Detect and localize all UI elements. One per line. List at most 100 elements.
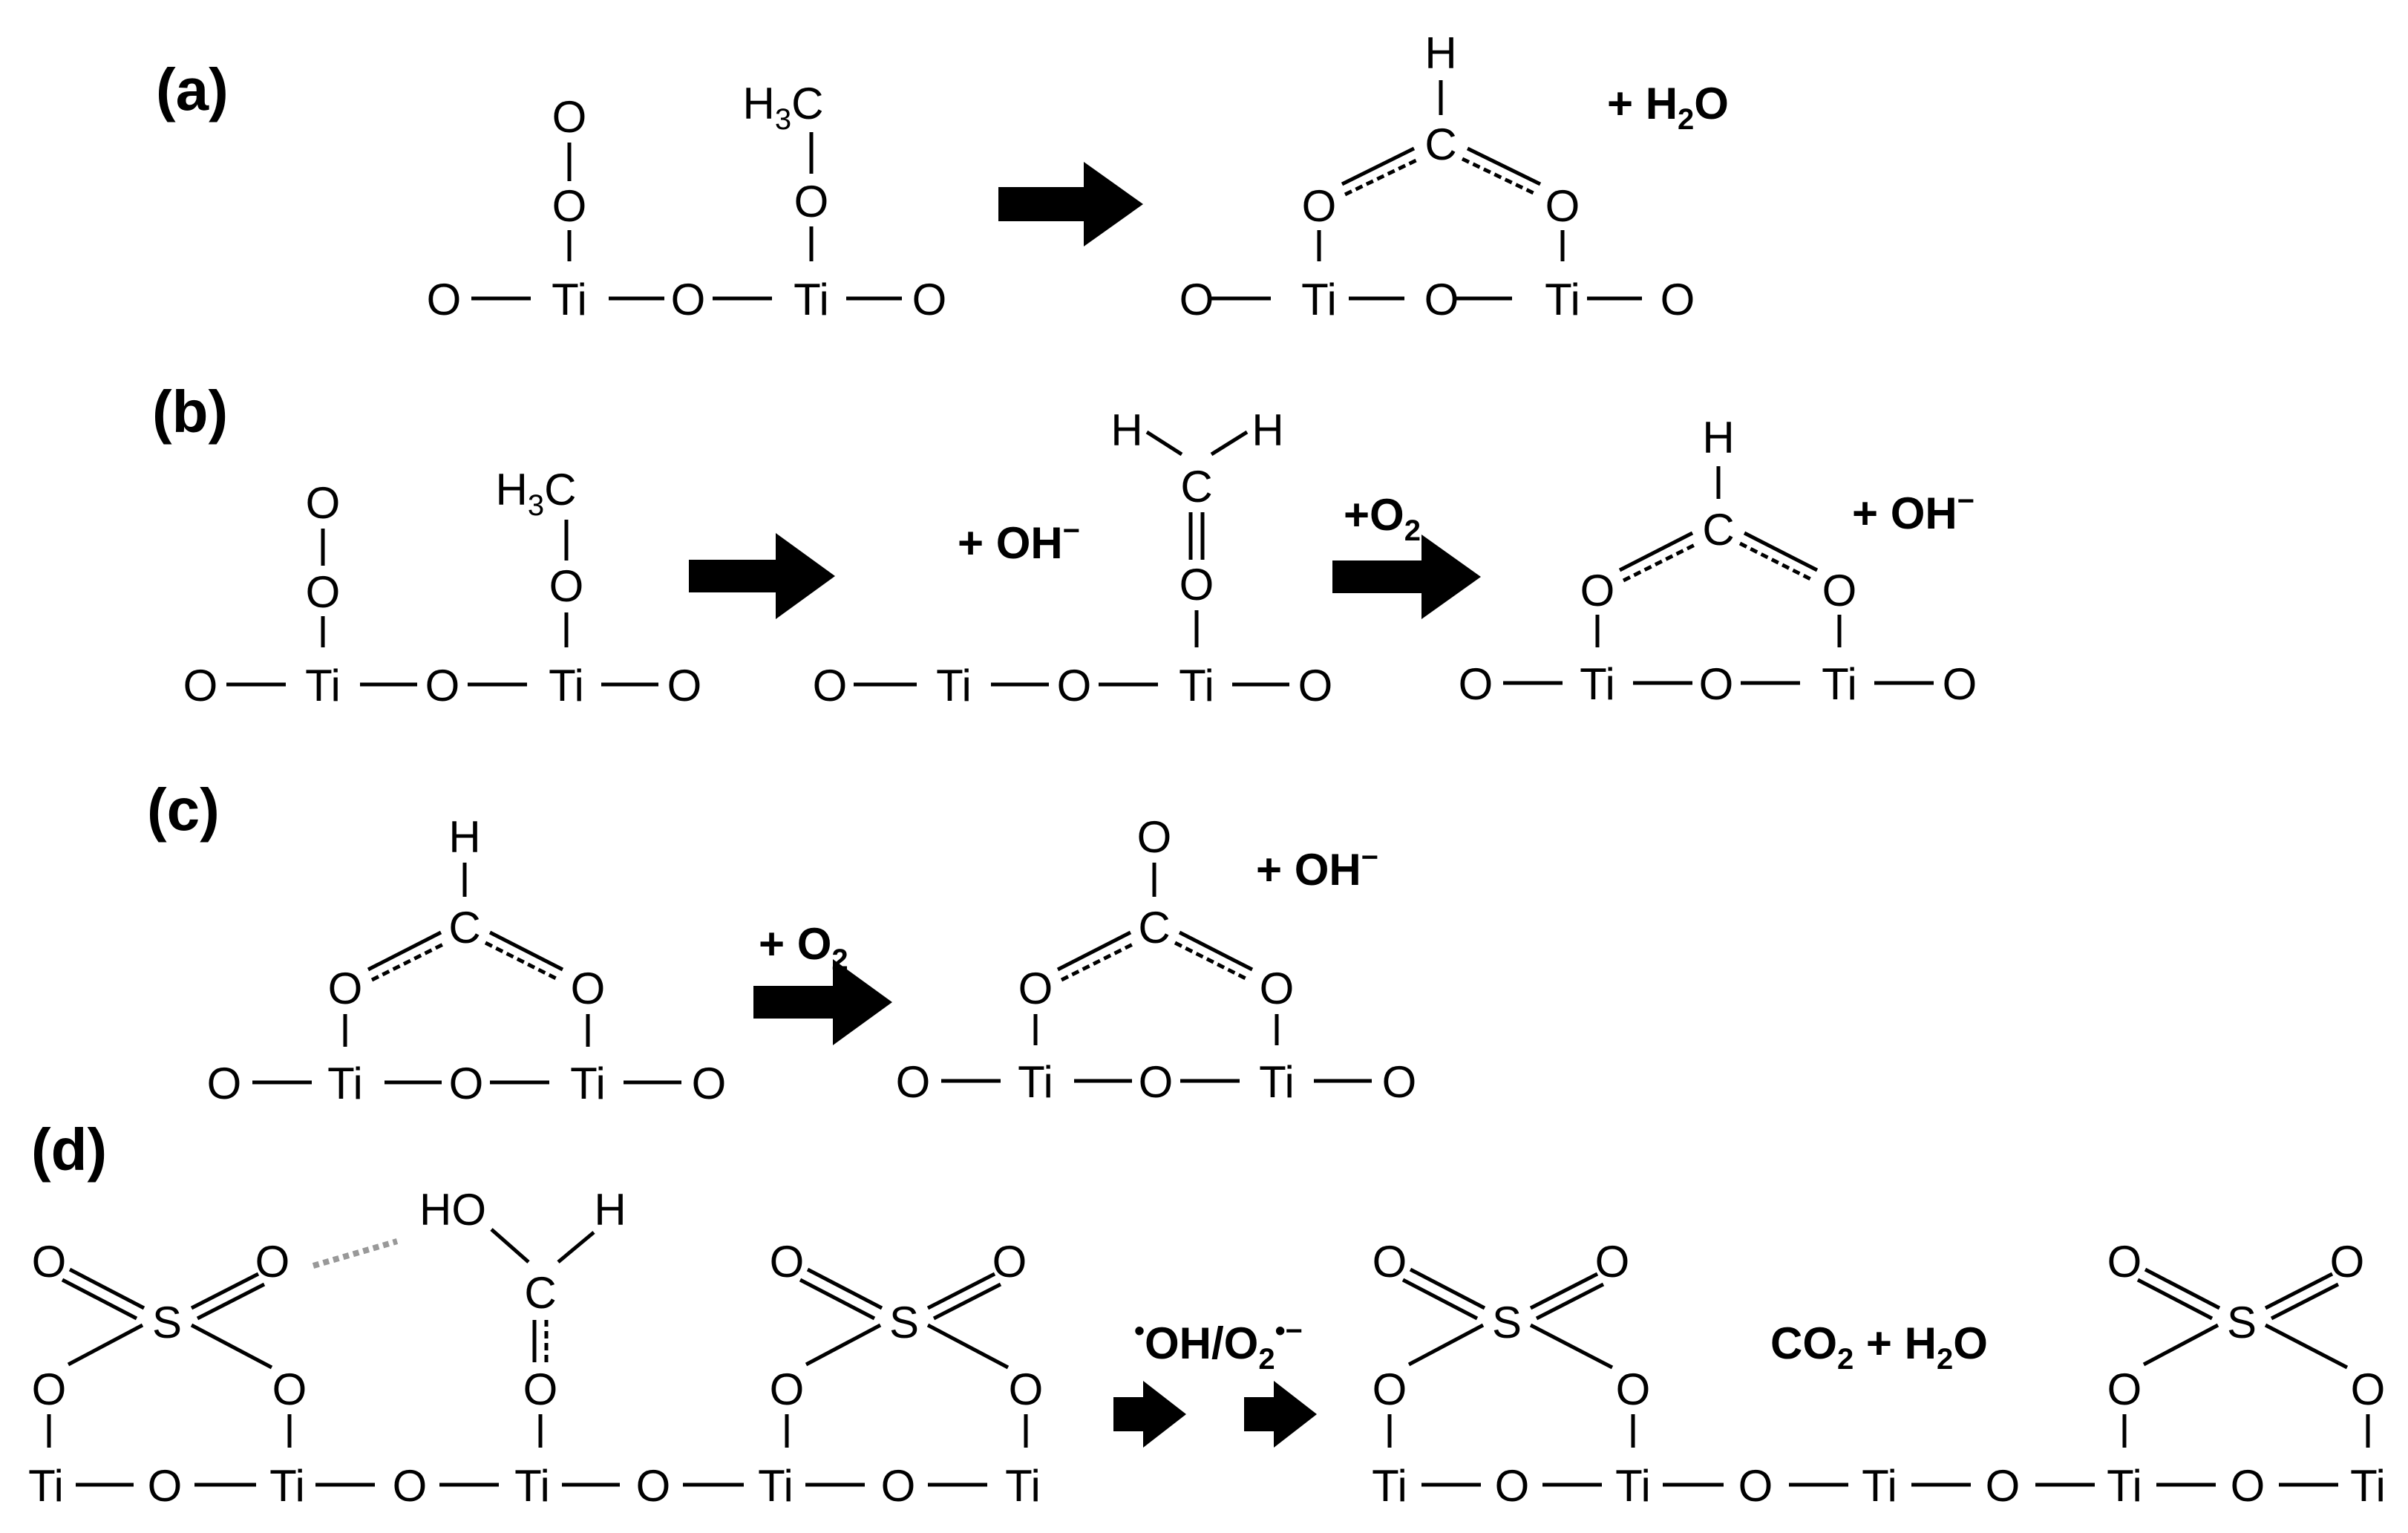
step-label: •OH/O2•− bbox=[1134, 1315, 1303, 1376]
atom-o: O bbox=[207, 1059, 242, 1108]
atom-c: C bbox=[1424, 120, 1456, 169]
panel-a-product-atoms: O Ti O Ti O O O C H bbox=[1180, 28, 1695, 324]
panel-c-reactant-atoms: O Ti O Ti O O O C H bbox=[207, 812, 727, 1108]
atom-h: H bbox=[1252, 405, 1283, 455]
atom-o: O bbox=[1180, 275, 1214, 324]
panel-b-reactant-atoms: O Ti O Ti O O O O H3C bbox=[183, 465, 702, 710]
atom-ti: Ti bbox=[1580, 659, 1615, 709]
atom-h: H bbox=[1702, 413, 1734, 462]
atom-c: C bbox=[448, 903, 480, 952]
atom-ti: Ti bbox=[936, 661, 972, 710]
atom-o: O bbox=[992, 1237, 1027, 1287]
atom-ti: Ti bbox=[1259, 1057, 1295, 1107]
atom-o: O bbox=[813, 661, 848, 710]
atom-o: O bbox=[770, 1237, 805, 1287]
panel-b-product-atoms: O Ti O Ti O O O C H bbox=[1459, 413, 1977, 709]
atom-ti: Ti bbox=[552, 275, 587, 324]
atom-o: O bbox=[692, 1059, 727, 1108]
panel-b-intermediate-atoms: O Ti O Ti O O C H H bbox=[813, 405, 1333, 710]
panel-d: (d) bbox=[28, 1117, 2386, 1511]
atom-o: O bbox=[1616, 1364, 1651, 1414]
atom-o: O bbox=[1137, 812, 1172, 862]
panel-d-reactant bbox=[47, 1228, 1028, 1487]
panel-a-reactant bbox=[471, 132, 902, 301]
atom-o: O bbox=[2351, 1364, 2386, 1414]
atom-o: O bbox=[1382, 1057, 1417, 1107]
atom-o: O bbox=[1180, 560, 1214, 609]
atom-o: O bbox=[427, 275, 462, 324]
atom-ho: HO bbox=[419, 1185, 486, 1235]
atom-h: H bbox=[594, 1185, 626, 1235]
panel-c-product-atoms: O Ti O Ti O O O C O bbox=[896, 812, 1417, 1107]
step-label: + OH− bbox=[958, 514, 1080, 568]
atom-o: O bbox=[881, 1461, 916, 1511]
arrow bbox=[998, 162, 1143, 246]
atom-o: O bbox=[1373, 1237, 1407, 1287]
atom-o: O bbox=[1018, 964, 1053, 1013]
atom-s: S bbox=[1492, 1298, 1522, 1347]
atom-ti: Ti bbox=[1179, 661, 1214, 710]
atom-o: O bbox=[255, 1237, 290, 1287]
atom-ti: Ti bbox=[2107, 1461, 2142, 1511]
atom-o: O bbox=[1424, 275, 1459, 324]
step-label: +O2 bbox=[1344, 490, 1421, 547]
atom-o: O bbox=[2107, 1364, 2142, 1414]
atom-o: O bbox=[1260, 964, 1295, 1013]
atom-ti: Ti bbox=[514, 1461, 550, 1511]
atom-o: O bbox=[770, 1364, 805, 1414]
atom-o: O bbox=[32, 1364, 67, 1414]
atom-h: H bbox=[1110, 405, 1142, 455]
atom-o: O bbox=[1595, 1237, 1630, 1287]
panel-b-label: (b) bbox=[152, 379, 228, 445]
atom-o: O bbox=[2231, 1461, 2265, 1511]
atom-ti: Ti bbox=[1005, 1461, 1041, 1511]
atom-o: O bbox=[148, 1461, 183, 1511]
atom-o: O bbox=[636, 1461, 671, 1511]
atom-ti: Ti bbox=[2350, 1461, 2386, 1511]
panel-b-reactant bbox=[226, 520, 658, 687]
panel-c: (c) O Ti O Ti O O O C H + O2 bbox=[147, 777, 1416, 1108]
atom-ti: Ti bbox=[269, 1461, 305, 1511]
arrow bbox=[753, 959, 892, 1045]
atom-o: O bbox=[306, 478, 341, 528]
atom-o: O bbox=[523, 1364, 558, 1414]
atom-ti: Ti bbox=[1545, 275, 1580, 324]
atom-o: O bbox=[1009, 1364, 1044, 1414]
atom-o: O bbox=[1545, 181, 1580, 231]
atom-o: O bbox=[2107, 1237, 2142, 1287]
panel-d-reactant-atoms: Ti O Ti O Ti O Ti O Ti O O S O O O C HO … bbox=[28, 1185, 1043, 1511]
atom-o: O bbox=[896, 1057, 931, 1107]
atom-o: O bbox=[667, 661, 702, 710]
atom-ti: Ti bbox=[1018, 1057, 1053, 1107]
panel-b-intermediate bbox=[854, 430, 1289, 687]
atom-o: O bbox=[1139, 1057, 1174, 1107]
atom-o: O bbox=[1495, 1461, 1530, 1511]
atom-ti: Ti bbox=[1822, 659, 1857, 709]
atom-c: C bbox=[524, 1268, 556, 1318]
panel-d-product-atoms: Ti O Ti O Ti O Ti O Ti O O S O O O O S O… bbox=[1372, 1237, 2386, 1511]
atom-o: O bbox=[183, 661, 218, 710]
atom-c: C bbox=[1138, 903, 1170, 952]
atom-o: O bbox=[1943, 659, 1977, 709]
atom-ti: Ti bbox=[570, 1059, 606, 1108]
atom-o: O bbox=[306, 567, 341, 617]
arrow bbox=[1244, 1381, 1317, 1448]
atom-o: O bbox=[1661, 275, 1695, 324]
panel-d-label: (d) bbox=[31, 1117, 107, 1183]
byproduct-label: + OH− bbox=[1852, 485, 1975, 538]
panel-b-product bbox=[1503, 466, 1934, 685]
atom-o: O bbox=[912, 275, 947, 324]
atom-o: O bbox=[549, 561, 584, 611]
atom-o: O bbox=[425, 661, 460, 710]
panel-c-label: (c) bbox=[147, 777, 220, 843]
atom-o: O bbox=[1057, 661, 1092, 710]
panel-c-product bbox=[941, 863, 1372, 1083]
methyl-group: H3C bbox=[496, 465, 577, 522]
product-label: CO2 + H2O bbox=[1770, 1318, 1988, 1376]
arrow bbox=[1113, 1381, 1186, 1448]
arrow bbox=[689, 533, 835, 619]
atom-h: H bbox=[448, 812, 480, 862]
atom-ti: Ti bbox=[549, 661, 584, 710]
atom-o: O bbox=[1302, 181, 1337, 231]
byproduct-label: + H2O bbox=[1607, 79, 1729, 136]
